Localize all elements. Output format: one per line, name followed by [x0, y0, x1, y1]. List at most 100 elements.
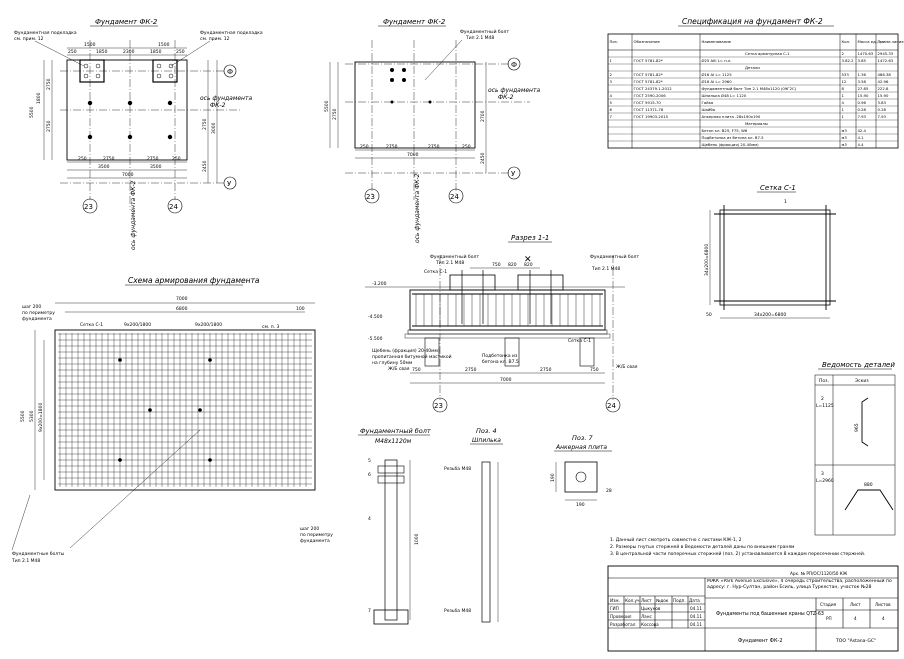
- stamp-role-5: Подп.: [673, 598, 686, 603]
- spec-cell: 2945.33: [878, 51, 894, 56]
- bolt-title: Фундаментный болт: [360, 427, 431, 435]
- spec-cell: Гайка: [702, 100, 714, 105]
- section-pile-left: Ж/Б свая: [388, 366, 410, 372]
- mesh-c1: Сетка С-1 34х200=6800 34х200=6800 1 50: [704, 184, 836, 318]
- plan1-axis-u: У: [227, 180, 232, 188]
- plan1-axis-23: 23: [84, 203, 93, 211]
- spec-cell: 4.1: [858, 135, 865, 140]
- scheme-title: Схема армирования фундамента: [128, 276, 260, 285]
- section-bolt-label-2: Фундаментный болт: [590, 253, 639, 260]
- plate-title: Поз. 7: [572, 434, 593, 442]
- spec-cell: ГОСТ 2590-2006: [634, 93, 667, 98]
- spec-cell: 1.36: [858, 72, 867, 77]
- plan1-dim-left-2: 2750: [46, 78, 52, 90]
- spec-cell: 3: [610, 79, 613, 84]
- stamp-person-1-name: Цыкунов: [641, 606, 661, 611]
- plan2-dim-left-2: 2750: [332, 108, 338, 120]
- spec-cell: 4.4: [858, 142, 865, 147]
- plan2-bolt-note: Фундаментный болт: [460, 28, 509, 35]
- section-axis-24: 24: [607, 402, 616, 410]
- plan1-dim-top2-1: 250: [68, 49, 77, 55]
- stamp-title: Фундаменты под башенные краны QTZ-63: [716, 611, 824, 617]
- plan1-dim-top2-3: 2300: [123, 49, 135, 55]
- plate-dim-1: 190: [576, 502, 585, 508]
- plan1-note-left-2: см. прим. 12: [14, 36, 44, 42]
- plan1-dim-bot2-1: 3500: [98, 164, 110, 170]
- bolt-pos-6: 6: [368, 472, 371, 478]
- section-title: Разрез 1-1: [511, 234, 549, 242]
- plan1-dim-bot-1: 250: [78, 156, 87, 162]
- spec-cell: 7.93: [858, 114, 867, 119]
- plan2-dim-right-2: 2450: [480, 152, 486, 164]
- scheme-step-right-2: по периметру: [300, 533, 333, 538]
- spec-cell: ГОСТ 5915-70: [634, 100, 662, 105]
- spec-cell: 12: [842, 79, 847, 84]
- scheme-mesh-label: Сетка С-1: [80, 322, 103, 328]
- plate-dim-2: 190: [550, 473, 556, 482]
- spec-cell: Ø16 АI L= 1125: [702, 72, 733, 77]
- parts-row1-pos: 2: [821, 396, 824, 402]
- plan2-dim-bot-2: 2750: [386, 144, 398, 150]
- spec-cell: 7: [610, 114, 613, 119]
- section-bolt-label-2b: Тип 2.1 М48: [591, 266, 620, 272]
- mesh-dim-bottom: 34х200=6800: [754, 312, 786, 318]
- spec-cell: 3.83: [878, 100, 887, 105]
- section-dim-top-3: 820: [524, 262, 533, 268]
- section-dim-top-2: 820: [508, 262, 517, 268]
- plan2-axis-f: Ф: [511, 61, 517, 69]
- plan1-dim-bot-4: 250: [172, 156, 181, 162]
- section-gravel-label-3: на глубину 50мм: [372, 360, 412, 366]
- scheme-dim-left-2: 5300: [29, 410, 35, 422]
- spec-cell: 1470.63: [858, 51, 874, 56]
- spec-cell: 3.82.2: [842, 58, 855, 63]
- spec-cell: Сетка арматурная С-1: [745, 51, 790, 56]
- plan1-dim-top2-5: 250: [176, 49, 185, 55]
- spec-cell: 1472.63: [878, 58, 894, 63]
- title-block: Арх. № РП/ОС/1120/50 КЖ МЖК «Park Avenue…: [608, 566, 898, 651]
- spec-cell: 1: [842, 107, 845, 112]
- plan1-note-right: Фундаментная подкладка: [200, 30, 263, 36]
- plan2-dim-bot-1: 250: [360, 144, 369, 150]
- bolt-thread-top: Резьба М48: [444, 466, 471, 472]
- section-bolt-label-1: Фундаментный болт: [430, 253, 479, 260]
- section-elev-1: -3.200: [372, 281, 387, 287]
- plan2-axis-23: 23: [366, 193, 375, 201]
- spec-cell: 27.85: [858, 86, 869, 91]
- scheme-dim-left-1: 5500: [20, 410, 26, 422]
- plan1-dim-left-4: 5500: [29, 106, 35, 118]
- spec-cell: Шайба: [702, 107, 716, 112]
- note-2: 2. Размеры гнутых стержней в Ведомости д…: [610, 543, 794, 550]
- plan1-dim-left-3: 2750: [46, 120, 52, 132]
- section-bolt-label-1b: Тип 2.1 М48: [435, 260, 464, 266]
- spec-cell: 15.90: [858, 93, 869, 98]
- spec-cell: 42.4: [858, 128, 867, 133]
- spec-cell: Подбетонка из бетона кл. В7.5: [702, 135, 765, 140]
- plan2-dim-left-1: 5500: [324, 100, 330, 112]
- spec-cell: ГОСТ 11371-78: [634, 107, 664, 112]
- section-total: 7000: [500, 377, 512, 383]
- plan1-dim-right-1: 2750: [202, 118, 208, 130]
- spec-cell: м3: [842, 128, 848, 133]
- stud-title: Поз. 4: [476, 427, 497, 435]
- mesh-outline: [720, 210, 830, 305]
- stamp-role-4: №док: [656, 598, 669, 603]
- plan1-axis-24: 24: [169, 203, 178, 211]
- plan1-dim-top2-2: 1850: [96, 49, 108, 55]
- stamp-drawing: Фундамент ФК-2: [738, 638, 783, 644]
- scheme-step-right: шаг 200: [300, 526, 319, 532]
- spec-cell: м3: [842, 142, 848, 147]
- spec-header: Поз.: [610, 39, 618, 44]
- plan2-outline: [355, 62, 475, 148]
- section-dim-bot-2: 2750: [465, 367, 477, 373]
- plan1-dim-bot2-2: 3500: [150, 164, 162, 170]
- parts-head-pos: Поз.: [819, 378, 829, 384]
- plan2-axis-label: ось фундамента: [488, 87, 540, 94]
- mesh-edge: 50: [706, 312, 712, 318]
- stamp-role-2: Кол.уч: [625, 598, 640, 603]
- spec-cell: Анкерная плита -28х190х190: [702, 114, 761, 119]
- section-1-1: Разрез 1-1 23 24 ✕: [365, 234, 639, 412]
- spec-header: Обозначение: [634, 39, 661, 44]
- plan1-title: Фундамент ФК-2: [95, 18, 158, 26]
- stamp-person-2-date: 04.11: [690, 614, 702, 619]
- plan1-dim-bot-3: 2750: [147, 156, 159, 162]
